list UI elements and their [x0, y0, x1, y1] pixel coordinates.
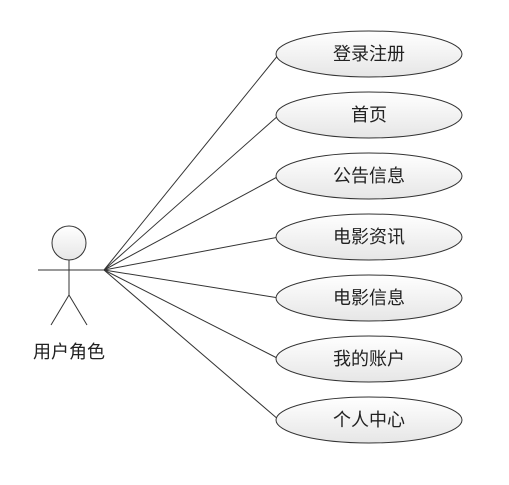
use-case: 我的账户 [275, 335, 463, 383]
actor-left-leg [50, 294, 70, 326]
use-case-label: 电影信息 [333, 288, 405, 309]
actor-head [51, 225, 87, 261]
use-case: 首页 [275, 91, 463, 139]
use-case-ellipse [275, 152, 463, 200]
association-lines [103, 53, 280, 421]
use-case-ellipse [275, 335, 463, 383]
association-line [103, 53, 280, 271]
use-case: 电影信息 [275, 274, 463, 322]
use-case-label: 电影资讯 [333, 227, 405, 248]
association-line [103, 269, 280, 299]
actor-label: 用户角色 [33, 342, 105, 363]
actor-right-leg [68, 294, 88, 326]
actor-user: 用户角色 [33, 225, 105, 363]
association-line [103, 114, 280, 271]
use-case-ellipse [275, 91, 463, 139]
use-case: 公告信息 [275, 152, 463, 200]
use-case-ellipse [275, 396, 463, 444]
use-case-ellipse [275, 274, 463, 322]
association-line [103, 269, 280, 421]
use-case-label: 个人中心 [333, 410, 405, 431]
use-case-label: 我的账户 [333, 349, 405, 370]
use-case-ellipse [275, 213, 463, 261]
association-line [103, 175, 280, 271]
use-case: 电影资讯 [275, 213, 463, 261]
use-case-ellipse [275, 30, 463, 78]
use-case: 个人中心 [275, 396, 463, 444]
association-line [103, 269, 280, 360]
use-case-label: 首页 [351, 105, 387, 126]
use-case: 登录注册 [275, 30, 463, 78]
association-line [103, 236, 280, 271]
use-case-label: 登录注册 [333, 44, 405, 65]
use-case-label: 公告信息 [333, 166, 405, 187]
